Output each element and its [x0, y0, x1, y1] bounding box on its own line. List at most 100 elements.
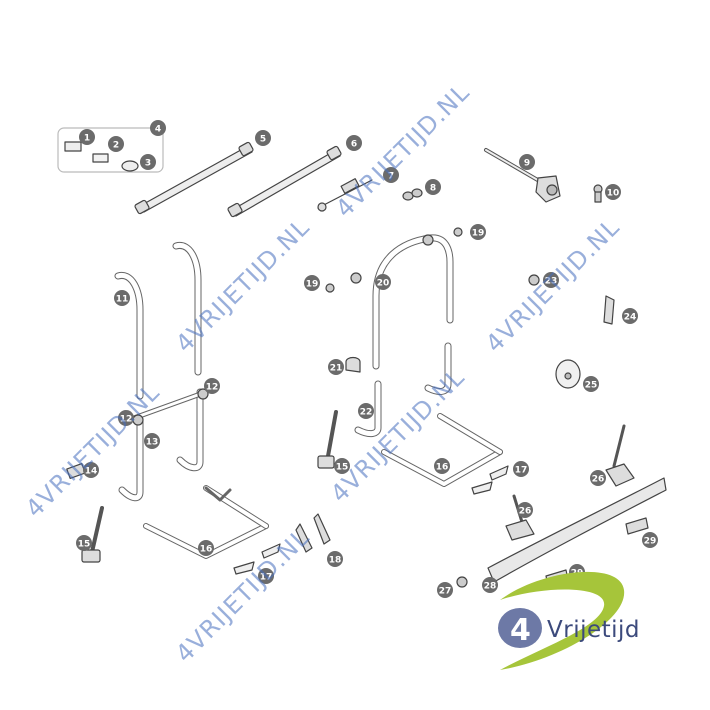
callout-badge: 29: [642, 532, 658, 548]
part-17-straps-b: [471, 465, 509, 495]
callout-badge: 13: [144, 433, 160, 449]
callout-badge: 10: [605, 184, 621, 200]
part-13-frame: [118, 388, 209, 502]
callout-badge: 23: [543, 272, 559, 288]
callout-badge: 19: [304, 275, 320, 291]
callout-badge: 7: [383, 167, 399, 183]
part-27-clip: [456, 576, 468, 588]
callout-number: 9: [524, 159, 530, 169]
part-24-buckle: [603, 295, 615, 325]
callout-circle: [482, 577, 498, 593]
callout-circle: [204, 378, 220, 394]
callout-badge: 26: [590, 470, 606, 486]
callout-number: 6: [351, 140, 357, 150]
part-17-straps: [233, 543, 281, 575]
callout-number: 16: [200, 545, 213, 555]
callout-circle: [79, 129, 95, 145]
callout-number: 25: [585, 381, 598, 391]
callout-badge: 17: [513, 461, 529, 477]
callout-number: 12: [206, 383, 219, 393]
callout-badge: 28: [482, 577, 498, 593]
callout-number: 27: [439, 587, 452, 597]
callout-badge: 18: [327, 551, 343, 567]
callout-number: 18: [329, 556, 342, 566]
callout-circle: [517, 502, 533, 518]
callout-badge: 12: [118, 410, 134, 426]
logo-text: Vrijetijd: [547, 617, 641, 643]
part-15-arm: [81, 506, 104, 563]
callout-circle: [198, 540, 214, 556]
part-19-nuts: [325, 227, 463, 293]
part-21-cap: [345, 356, 361, 373]
callout-number: 26: [592, 475, 605, 485]
callout-circle: [383, 167, 399, 183]
callout-number: 7: [388, 172, 394, 182]
callout-badge: 22: [358, 403, 374, 419]
callout-circle: [470, 224, 486, 240]
callout-badge: 21: [328, 359, 344, 375]
callout-number: 11: [116, 295, 129, 305]
callout-badge: 17: [258, 568, 274, 584]
callout-number: 22: [360, 408, 373, 418]
callout-number: 1: [84, 134, 90, 144]
callout-badge: 1: [79, 129, 95, 145]
callout-circle: [543, 272, 559, 288]
callout-number: 17: [515, 466, 528, 476]
callout-badge: 26: [517, 502, 533, 518]
part-6-rail: [227, 145, 342, 218]
callout-badge: 19: [470, 224, 486, 240]
callout-number: 3: [145, 159, 151, 169]
part-16-base-b: [381, 413, 503, 487]
callout-circle: [346, 135, 362, 151]
callout-circle: [642, 532, 658, 548]
callout-circle: [150, 120, 166, 136]
callout-circle: [513, 461, 529, 477]
callout-number: 2: [113, 141, 119, 151]
callout-badge: 12: [204, 378, 220, 394]
part-8-caps: [402, 188, 423, 201]
callout-badge: 24: [622, 308, 638, 324]
callout-number: 20: [377, 279, 390, 289]
callout-circle: [118, 410, 134, 426]
callout-badge: 16: [198, 540, 214, 556]
callout-circle: [327, 551, 343, 567]
part-7-strap: [317, 178, 373, 212]
callout-number: 23: [545, 277, 558, 287]
callout-number: 14: [85, 467, 98, 477]
callout-circle: [304, 275, 320, 291]
callout-badge: 6: [346, 135, 362, 151]
callout-number: 21: [330, 364, 343, 374]
part-25-disc: [555, 359, 581, 389]
callout-number: 15: [336, 463, 349, 473]
callout-number: 26: [519, 507, 532, 517]
callout-circle: [334, 458, 350, 474]
callout-circle: [375, 274, 391, 290]
callout-circle: [434, 458, 450, 474]
callout-number: 16: [436, 463, 449, 473]
callout-number: 15: [78, 540, 91, 550]
logo-numeral: 4: [510, 613, 531, 648]
callout-circle: [358, 403, 374, 419]
callout-badge: 25: [583, 376, 599, 392]
callout-number: 29: [644, 537, 657, 547]
callout-circle: [622, 308, 638, 324]
callout-number: 4: [155, 125, 161, 135]
part-5-rail: [134, 141, 254, 215]
callout-circle: [108, 136, 124, 152]
callout-circle: [255, 130, 271, 146]
part-28-rail: [487, 477, 667, 583]
callout-circle: [605, 184, 621, 200]
callout-badge: 14: [83, 462, 99, 478]
callout-number: 5: [260, 135, 266, 145]
part-3-clip: [121, 160, 139, 172]
part-18-clamps: [295, 513, 331, 553]
callout-circle: [76, 535, 92, 551]
part-22-tube: [354, 342, 452, 438]
callout-number: 19: [472, 229, 485, 239]
callout-number: 24: [624, 313, 637, 323]
callout-circle: [425, 179, 441, 195]
callout-circle: [114, 290, 130, 306]
callout-number: 12: [120, 415, 133, 425]
callout-badge: 3: [140, 154, 156, 170]
